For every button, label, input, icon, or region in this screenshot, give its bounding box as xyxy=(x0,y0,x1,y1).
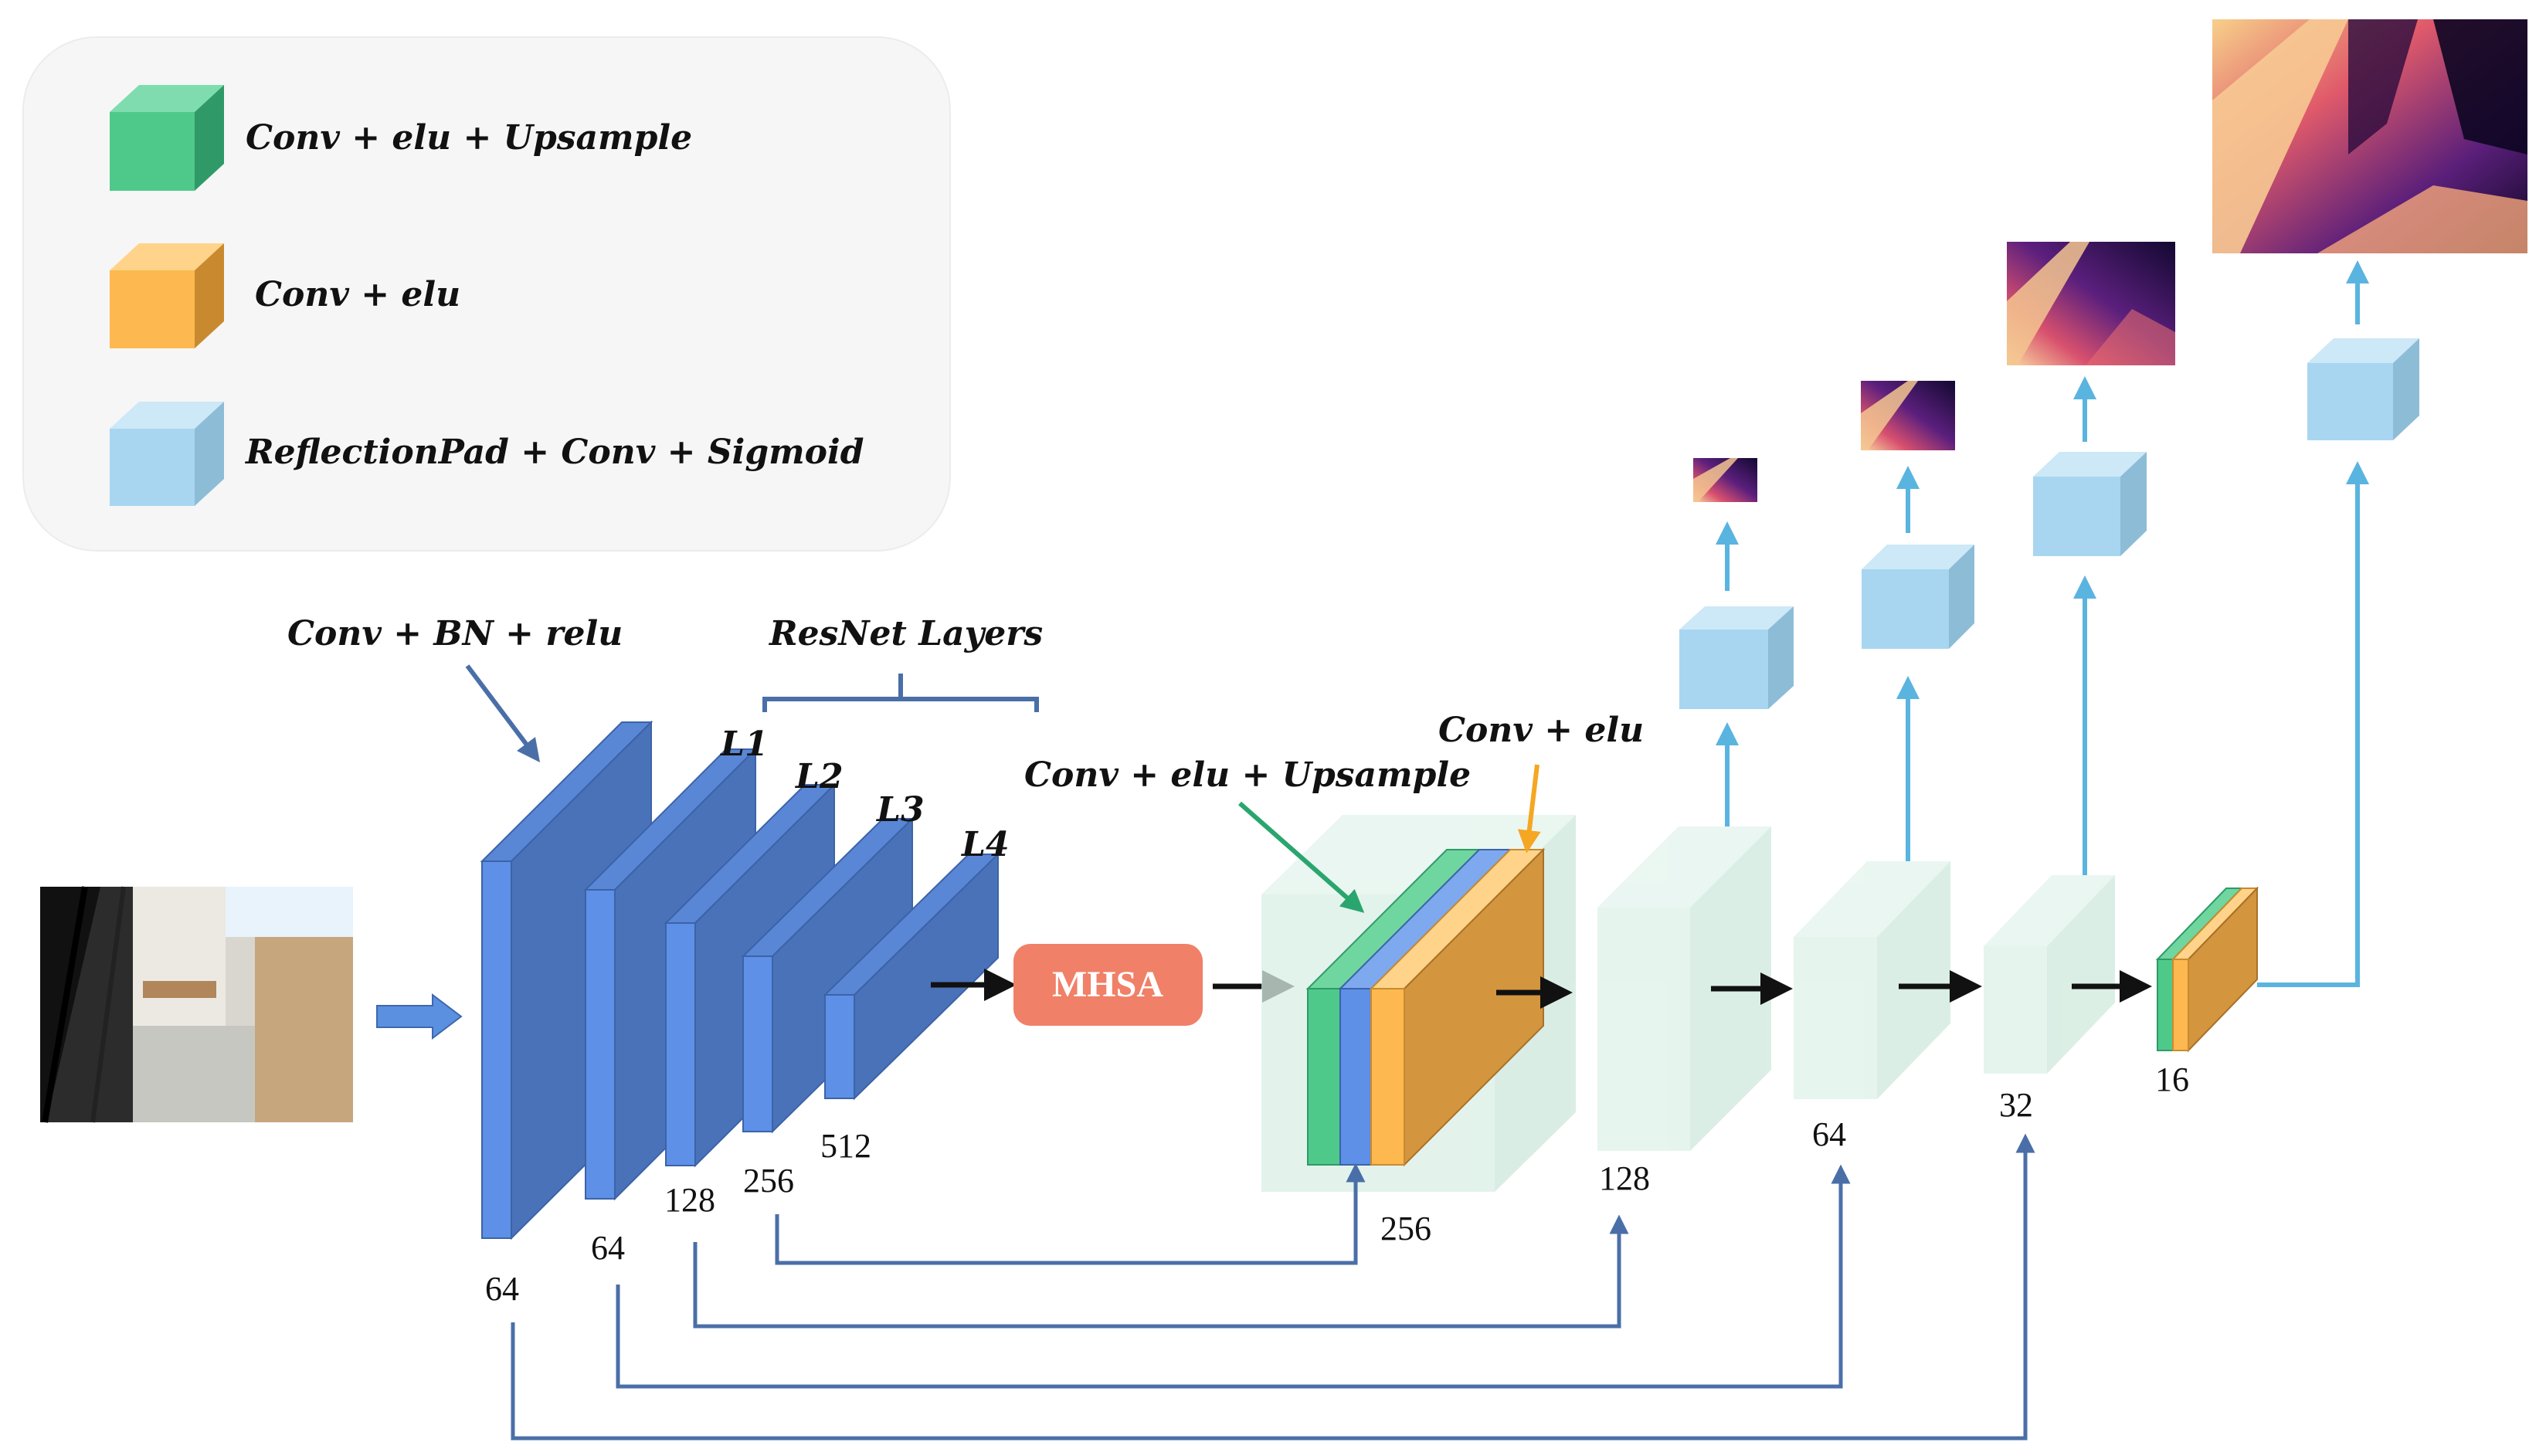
encoder-block-l3 xyxy=(741,816,915,1134)
depth-map-2 xyxy=(1861,381,1955,450)
input-image xyxy=(40,886,353,1123)
mhsa-label: MHSA xyxy=(1052,964,1163,1005)
decoder-stage-32 xyxy=(1984,875,2115,1074)
head4-in-arrow xyxy=(2257,461,2369,987)
orange-cube-icon xyxy=(110,243,224,348)
layer-label-l1: L1 xyxy=(719,725,769,764)
skip-256 xyxy=(775,1162,1366,1265)
encoder-block-l4 xyxy=(823,852,1000,1101)
skip-64 xyxy=(616,1164,1851,1389)
decoder-conv-elu-label: Conv + elu xyxy=(1438,711,1644,750)
encoder-channel-128: 128 xyxy=(664,1181,715,1219)
legend-label-upsample: Conv + elu + Upsample xyxy=(246,118,692,158)
upsample-pointer-arrow xyxy=(1238,801,1365,913)
depth-map-4 xyxy=(2212,19,2527,253)
stem-pointer-arrow xyxy=(465,664,541,762)
decoder-channel-128: 128 xyxy=(1599,1159,1650,1197)
legend-panel: Conv + elu + Upsample Conv + elu Reflect… xyxy=(22,36,951,552)
decoder-channel-256: 256 xyxy=(1380,1210,1431,1247)
sigmoid-cube-2 xyxy=(1862,545,1974,649)
skip-128 xyxy=(693,1214,1629,1329)
mhsa-block: MHSA xyxy=(1013,944,1203,1026)
depth-map-1 xyxy=(1693,458,1757,502)
conv-elu-pointer-arrow xyxy=(1517,764,1541,854)
layer-label-l4: L4 xyxy=(960,825,1010,864)
decoder-channel-16: 16 xyxy=(2155,1061,2189,1098)
green-cube-icon xyxy=(110,85,224,191)
input-arrow xyxy=(376,993,463,1040)
encoder: Conv + BN + relu ResNet Layers L1 L2 L3 … xyxy=(287,614,1043,1308)
decoder-stage-64 xyxy=(1794,861,1950,1099)
legend-label-sigmoid: ReflectionPad + Conv + Sigmoid xyxy=(244,433,864,472)
encoder-channel-512: 512 xyxy=(820,1127,871,1165)
resnet-bracket xyxy=(762,674,1039,712)
decoder-channel-32: 32 xyxy=(1999,1086,2033,1124)
decoder: Conv + elu + Upsample Conv + elu 256 128… xyxy=(1024,711,2259,1247)
depth-map-3 xyxy=(2007,242,2175,365)
resnet-layers-label: ResNet Layers xyxy=(768,614,1043,653)
encoder-channel-64b: 64 xyxy=(591,1229,625,1267)
output-heads xyxy=(1679,19,2527,987)
decoder-stage-16 xyxy=(2155,886,2259,1053)
lightblue-cube-icon xyxy=(110,402,224,506)
layer-label-l3: L3 xyxy=(875,790,925,830)
decoder-channel-64: 64 xyxy=(1812,1115,1846,1153)
decoder-stage-256-layers xyxy=(1305,847,1546,1167)
sigmoid-cube-3 xyxy=(2033,452,2147,556)
skip-connections xyxy=(511,1133,2035,1441)
decoder-upsample-label: Conv + elu + Upsample xyxy=(1024,755,1471,795)
stem-label: Conv + BN + relu xyxy=(287,614,623,653)
encoder-channel-256: 256 xyxy=(743,1162,794,1200)
legend-label-conv-elu: Conv + elu xyxy=(255,275,460,314)
encoder-channel-64a: 64 xyxy=(485,1270,519,1308)
sigmoid-cube-1 xyxy=(1679,606,1794,709)
skip-32 xyxy=(511,1133,2035,1441)
sigmoid-cube-4 xyxy=(2307,338,2419,440)
layer-label-l2: L2 xyxy=(794,757,844,796)
